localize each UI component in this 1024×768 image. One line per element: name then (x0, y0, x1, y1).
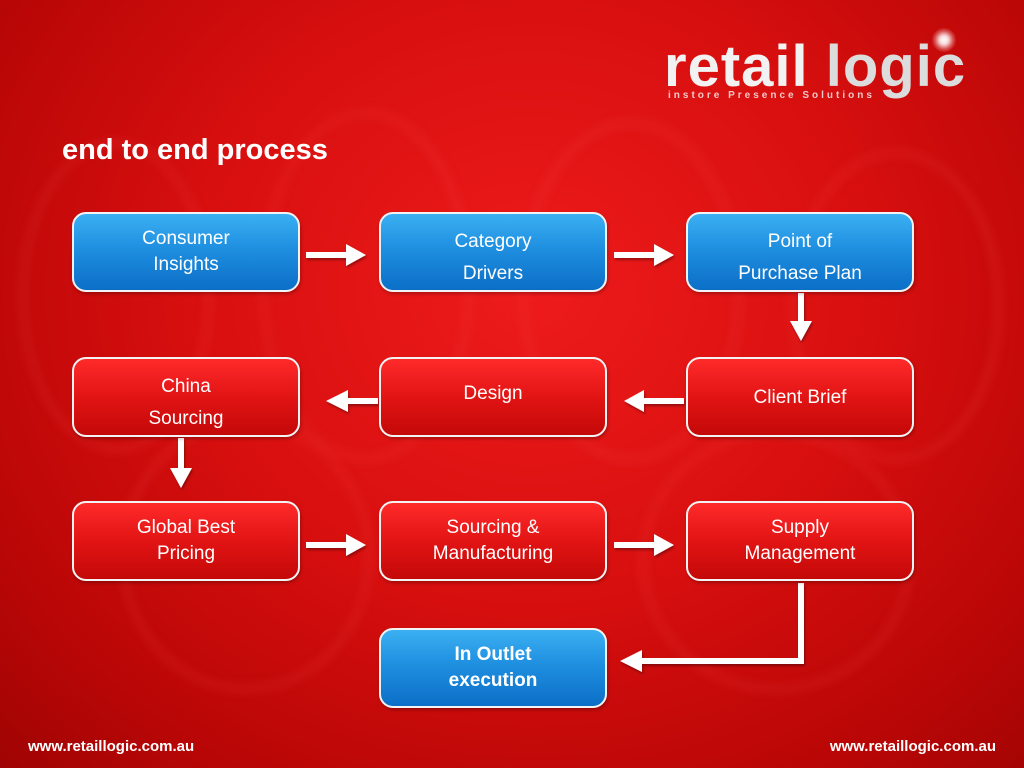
node-label-line1: Sourcing & (446, 517, 540, 538)
node-in-outlet-execution: In Outlet execution (379, 628, 607, 708)
arrow-client-brief-to-design (624, 390, 684, 412)
node-label-line1: In Outlet (454, 644, 532, 665)
node-label-line1: Point of (767, 231, 833, 252)
node-label-line2: Manufacturing (432, 543, 554, 564)
retail-logic-logo: retail logic instore Presence Solutions (664, 28, 1004, 108)
node-label-line1: Client Brief (753, 387, 847, 408)
logo-sparkle-icon (932, 28, 956, 52)
node-sourcing-manufacturing: Sourcing & Manufacturing (379, 501, 607, 581)
node-label-line1: Consumer (142, 228, 230, 249)
node-label-line2: Drivers (462, 263, 524, 284)
arrow-supply-to-in-outlet (620, 583, 804, 672)
node-label-line1: Category (454, 231, 532, 252)
node-label-line2: Pricing (156, 543, 216, 564)
arrow-design-to-china (326, 390, 378, 412)
page-title: end to end process (62, 134, 328, 166)
node-category-drivers: Category Drivers (379, 212, 607, 292)
node-label-line1: Global Best (136, 517, 236, 538)
arrow-sourcing-to-supply (614, 534, 674, 556)
node-label-line2: Sourcing (148, 408, 224, 429)
node-supply-management: Supply Management (686, 501, 914, 581)
node-label-line2: Purchase Plan (738, 263, 862, 284)
node-china-sourcing: China Sourcing (72, 357, 300, 437)
node-consumer-insights: Consumer Insights (72, 212, 300, 292)
arrow-category-to-pop (614, 244, 674, 266)
arrow-pop-to-client-brief (790, 293, 812, 341)
logo-word-retail: retail (664, 34, 809, 99)
node-label-line2: Insights (153, 254, 219, 275)
node-client-brief: Client Brief (686, 357, 914, 437)
node-label-line2: execution (448, 670, 538, 691)
node-design: Design (379, 357, 607, 437)
node-global-best-pricing: Global Best Pricing (72, 501, 300, 581)
footer-url-right[interactable]: www.retaillogic.com.au (829, 738, 996, 755)
node-label-line1: China (161, 376, 211, 397)
arrow-global-to-sourcing (306, 534, 366, 556)
node-point-of-purchase-plan: Point of Purchase Plan (686, 212, 914, 292)
arrow-china-to-global (170, 438, 192, 488)
arrow-consumer-to-category (306, 244, 366, 266)
node-label-line2: Management (744, 543, 856, 564)
node-label-line1: Design (463, 383, 523, 404)
node-label-line1: Supply (770, 517, 830, 538)
logo-tagline: instore Presence Solutions (668, 90, 875, 101)
footer-url-left[interactable]: www.retaillogic.com.au (28, 738, 195, 755)
